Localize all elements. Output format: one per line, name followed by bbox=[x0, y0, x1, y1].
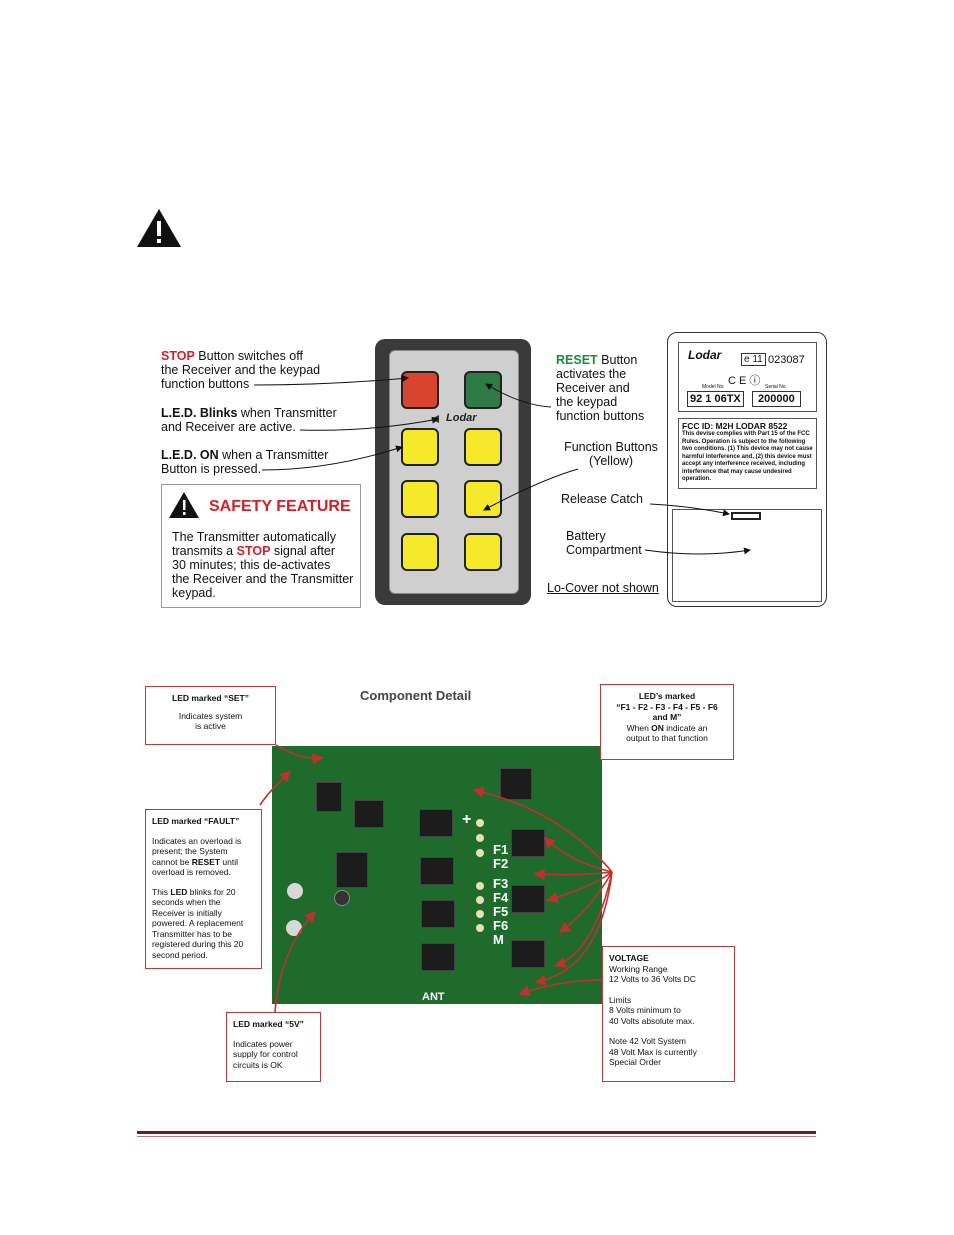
function-key[interactable] bbox=[401, 480, 439, 518]
pcb-label-f5: F5 bbox=[493, 904, 509, 919]
fcc-id: FCC ID: M2H LODAR 8522 bbox=[682, 421, 788, 431]
fault-led-box: LED marked “FAULT” Indicates an overload… bbox=[145, 809, 262, 969]
mosfet bbox=[421, 943, 455, 971]
pcb-label-f1: F1 bbox=[493, 842, 509, 857]
ic-chip bbox=[316, 782, 342, 812]
pcb-label-f6: F6 bbox=[493, 918, 509, 933]
fcc-label: FCC ID: M2H LODAR 8522 This devise compl… bbox=[678, 418, 817, 489]
transmitter-back bbox=[667, 332, 827, 607]
serial-number: 200000 bbox=[752, 391, 801, 407]
five-volt-led-box: LED marked “5V” Indicates power supply f… bbox=[226, 1012, 321, 1082]
warning-icon bbox=[169, 492, 199, 518]
function-key[interactable] bbox=[401, 533, 439, 571]
rating-label bbox=[678, 342, 817, 412]
fcc-text: This devise complies with Part 15 of the… bbox=[682, 431, 813, 482]
lo-cover-label: Lo-Cover not shown bbox=[547, 581, 659, 595]
safety-feature-box: SAFETY FEATURE The Transmitter automatic… bbox=[161, 484, 361, 608]
capacitor bbox=[334, 890, 350, 906]
reset-label: RESET Button activates the Receiver and … bbox=[556, 353, 645, 423]
function-key[interactable] bbox=[464, 480, 502, 518]
safety-title: SAFETY FEATURE bbox=[209, 498, 351, 515]
model-number: 92 1 06TX bbox=[687, 391, 744, 407]
footer-rule-thin bbox=[137, 1136, 816, 1137]
mosfet bbox=[420, 857, 454, 885]
pcb-label-f3: F3 bbox=[493, 876, 509, 891]
brand-logo: Lodar bbox=[688, 348, 722, 362]
component-arrows bbox=[259, 744, 613, 1013]
pcb-label-f2: F2 bbox=[493, 856, 509, 871]
capacitor bbox=[286, 920, 302, 936]
battery-compartment bbox=[672, 509, 822, 602]
mosfet bbox=[511, 940, 545, 968]
ce-mark: C E ⓘ bbox=[728, 375, 761, 387]
capacitor bbox=[287, 883, 303, 899]
ic-chip bbox=[336, 852, 368, 888]
model-caption: Model No. bbox=[702, 384, 725, 390]
e-mark: e 11 bbox=[741, 353, 766, 366]
stop-label: STOP Button switches off the Receiver an… bbox=[161, 349, 321, 391]
release-catch[interactable] bbox=[731, 512, 761, 520]
ic-chip bbox=[354, 800, 384, 828]
mosfet bbox=[421, 900, 455, 928]
component-title: Component Detail bbox=[360, 688, 472, 703]
mosfet bbox=[511, 885, 545, 913]
e-number: 023087 bbox=[768, 354, 805, 366]
function-leds-box: LED’s marked “F1 - F2 - F3 - F4 - F5 - F… bbox=[600, 684, 734, 760]
transmitter-logo: Lodar bbox=[446, 412, 477, 424]
voltage-box: VOLTAGE Working Range 12 Volts to 36 Vol… bbox=[602, 946, 735, 1082]
pcb-label-ant: ANT bbox=[422, 991, 445, 1003]
safety-text: The Transmitter automatically transmits … bbox=[172, 530, 354, 600]
battery-label: Battery Compartment bbox=[566, 529, 642, 557]
callout-arrows bbox=[253, 375, 751, 555]
footer-rule bbox=[137, 1131, 816, 1134]
function-buttons-label: Function Buttons (Yellow) bbox=[564, 440, 658, 468]
warning-icon bbox=[137, 209, 181, 247]
serial-caption: Serial No. bbox=[765, 384, 787, 390]
pcb-leds bbox=[476, 819, 484, 932]
pcb-label-f4: F4 bbox=[493, 890, 509, 905]
function-key[interactable] bbox=[464, 428, 502, 466]
release-catch-label: Release Catch bbox=[561, 492, 643, 506]
led-blink-label: L.E.D. Blinks when Transmitter and Recei… bbox=[161, 406, 337, 434]
ic-chip bbox=[500, 768, 532, 800]
pcb-label-m: M bbox=[493, 932, 504, 947]
set-led-box: LED marked “SET” Indicates system is act… bbox=[145, 686, 276, 745]
led-on-label: L.E.D. ON when a Transmitter Button is p… bbox=[161, 448, 329, 476]
mosfet bbox=[419, 809, 453, 837]
function-key[interactable] bbox=[464, 533, 502, 571]
pcb-plus: + bbox=[462, 811, 472, 828]
